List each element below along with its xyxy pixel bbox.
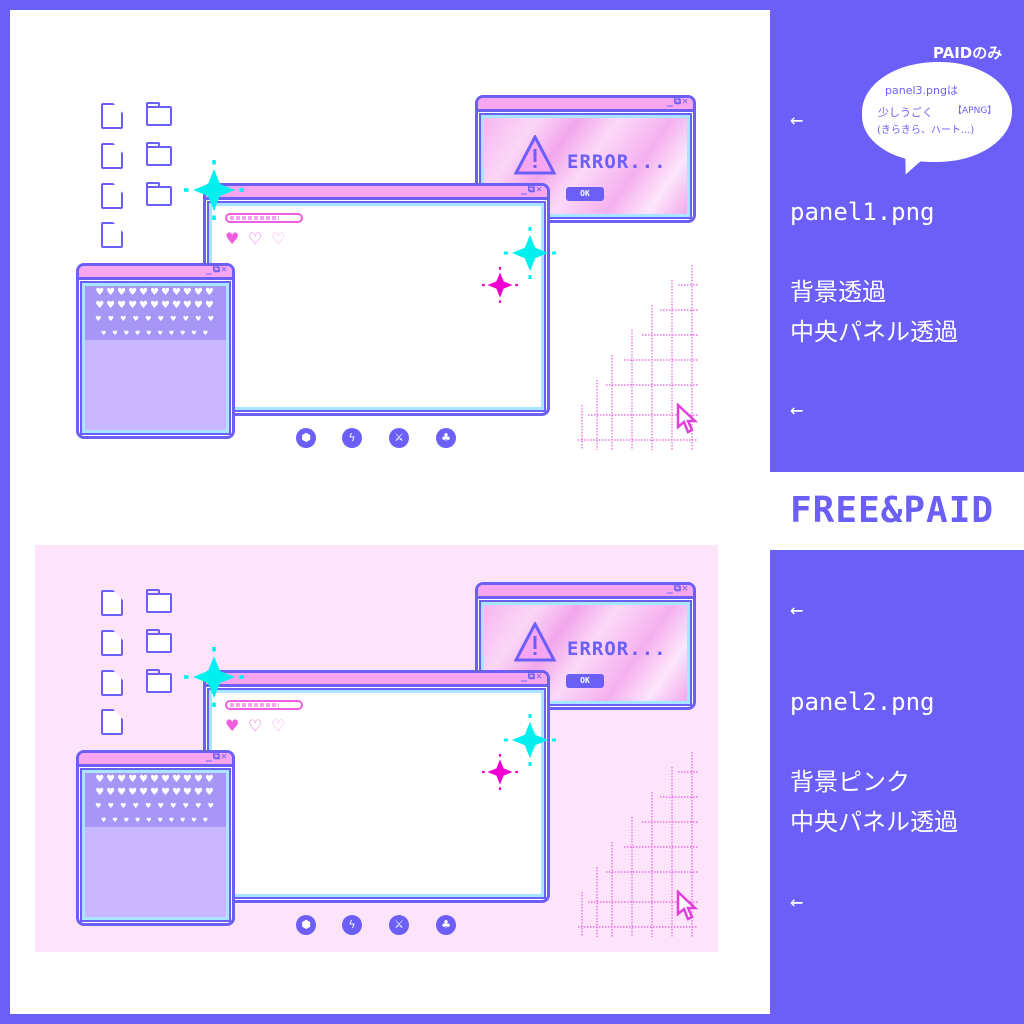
window-content: ♥ ♡ ♡ bbox=[207, 201, 546, 412]
lightning-icon[interactable]: ϟ bbox=[342, 915, 362, 935]
cursor-icon bbox=[676, 890, 698, 921]
file-icon[interactable] bbox=[101, 709, 123, 735]
sparkle-icon bbox=[184, 647, 244, 707]
file-icon[interactable] bbox=[101, 222, 123, 248]
file-icon[interactable] bbox=[101, 670, 123, 696]
speech-bubble bbox=[862, 62, 1012, 162]
hearts-window[interactable]: _⧉✕ ♥♥♥♥♥♥♥♥♥♥♥♥♥♥♥♥♥♥♥♥♥♥♥ ♥ ♥ ♥ ♥ ♥ ♥ … bbox=[76, 263, 235, 439]
folder-icon[interactable] bbox=[146, 182, 172, 206]
free-paid-label: FREE&PAID bbox=[790, 490, 995, 531]
file-icon[interactable] bbox=[101, 143, 123, 169]
sparkle-icon bbox=[504, 227, 556, 279]
arrow-left-icon: ← bbox=[790, 398, 804, 423]
sword-icon[interactable]: ⚔ bbox=[389, 428, 409, 448]
file-icon[interactable] bbox=[101, 183, 123, 209]
arrow-left-icon: ← bbox=[790, 890, 804, 915]
sparkle-icon bbox=[482, 267, 518, 303]
window-controls[interactable]: _⧉✕ bbox=[520, 184, 543, 195]
panel1-desc-1: 背景透過 bbox=[790, 278, 886, 306]
heart-empty-icon: ♡ bbox=[271, 716, 286, 735]
warning-triangle-icon bbox=[514, 622, 556, 662]
panel2-desc-2: 中央パネル透過 bbox=[790, 808, 958, 836]
error-text: ERROR... bbox=[567, 638, 667, 660]
panel2-filename: panel2.png bbox=[790, 688, 935, 716]
panel1-preview: _⧉✕ ERROR... OK _⧉✕ ♥ ♡ ♡ _⧉✕ ♥♥♥♥♥♥♥♥♥♥… bbox=[0, 0, 770, 480]
hearts-window[interactable]: _⧉✕ ♥♥♥♥♥♥♥♥♥♥♥♥♥♥♥♥♥♥♥♥♥♥♥ ♥ ♥ ♥ ♥ ♥ ♥ … bbox=[76, 750, 235, 926]
heart-half-icon: ♡ bbox=[248, 716, 263, 735]
cursor-icon bbox=[676, 403, 698, 434]
file-icon[interactable] bbox=[101, 590, 123, 616]
main-window[interactable]: _⧉✕ ♥ ♡ ♡ bbox=[203, 183, 550, 416]
window-controls[interactable]: _⧉✕ bbox=[666, 96, 689, 107]
folder-icon[interactable] bbox=[146, 669, 172, 693]
heart-empty-icon: ♡ bbox=[271, 229, 286, 248]
divider-strip bbox=[770, 472, 1024, 550]
lightning-icon[interactable]: ϟ bbox=[342, 428, 362, 448]
title-bar[interactable]: _⧉✕ bbox=[478, 96, 693, 112]
ok-button[interactable]: OK bbox=[566, 187, 604, 201]
sparkle-icon bbox=[504, 714, 556, 766]
ok-button[interactable]: OK bbox=[566, 674, 604, 688]
bubble-line: (きらきら、ハート...) bbox=[877, 125, 975, 136]
warning-triangle-icon bbox=[514, 135, 556, 175]
bubble-line: 少しうごく bbox=[878, 106, 933, 119]
title-bar[interactable]: _⧉✕ bbox=[79, 751, 232, 767]
title-bar[interactable]: _⧉✕ bbox=[206, 671, 547, 687]
title-bar[interactable]: _⧉✕ bbox=[206, 184, 547, 200]
progress-bar bbox=[225, 213, 303, 223]
hearts-pattern: ♥♥♥♥♥♥♥♥♥♥♥♥♥♥♥♥♥♥♥♥♥♥♥ ♥ ♥ ♥ ♥ ♥ ♥ ♥ ♥ … bbox=[85, 773, 226, 827]
folder-icon[interactable] bbox=[146, 142, 172, 166]
folder-icon[interactable] bbox=[146, 589, 172, 613]
window-content: ♥♥♥♥♥♥♥♥♥♥♥♥♥♥♥♥♥♥♥♥♥♥♥ ♥ ♥ ♥ ♥ ♥ ♥ ♥ ♥ … bbox=[80, 768, 231, 922]
panel2-preview: _⧉✕ ERROR... OK _⧉✕ ♥ ♡ ♡ _⧉✕ ♥♥♥♥♥♥♥♥♥♥… bbox=[0, 487, 770, 967]
heart-full-icon: ♥ bbox=[225, 716, 240, 735]
sparkle-icon bbox=[184, 160, 244, 220]
sprout-icon[interactable]: ♣ bbox=[436, 428, 456, 448]
folder-icon[interactable] bbox=[146, 629, 172, 653]
bubble-line: 【APNG】 bbox=[953, 106, 997, 116]
window-content: ♥ ♡ ♡ bbox=[207, 688, 546, 899]
title-bar[interactable]: _⧉✕ bbox=[79, 264, 232, 280]
window-controls[interactable]: _⧉✕ bbox=[666, 583, 689, 594]
window-controls[interactable]: _⧉✕ bbox=[205, 751, 228, 762]
dotted-grid bbox=[578, 265, 698, 450]
file-icon[interactable] bbox=[101, 103, 123, 129]
dice-icon[interactable]: ⬢ bbox=[296, 915, 316, 935]
sparkle-icon bbox=[482, 754, 518, 790]
window-controls[interactable]: _⧉✕ bbox=[205, 264, 228, 275]
file-icon[interactable] bbox=[101, 630, 123, 656]
heart-half-icon: ♡ bbox=[248, 229, 263, 248]
window-content: ♥♥♥♥♥♥♥♥♥♥♥♥♥♥♥♥♥♥♥♥♥♥♥ ♥ ♥ ♥ ♥ ♥ ♥ ♥ ♥ … bbox=[80, 281, 231, 435]
panel2-desc-1: 背景ピンク bbox=[790, 768, 910, 796]
paid-only-badge: PAIDのみ bbox=[933, 44, 1003, 62]
heart-full-icon: ♥ bbox=[225, 229, 240, 248]
hearts-pattern: ♥♥♥♥♥♥♥♥♥♥♥♥♥♥♥♥♥♥♥♥♥♥♥ ♥ ♥ ♥ ♥ ♥ ♥ ♥ ♥ … bbox=[85, 286, 226, 340]
progress-bar bbox=[225, 700, 303, 710]
folder-icon[interactable] bbox=[146, 102, 172, 126]
window-controls[interactable]: _⧉✕ bbox=[520, 671, 543, 682]
panel1-filename: panel1.png bbox=[790, 198, 935, 226]
arrow-left-icon: ← bbox=[790, 108, 804, 133]
main-window[interactable]: _⧉✕ ♥ ♡ ♡ bbox=[203, 670, 550, 903]
dice-icon[interactable]: ⬢ bbox=[296, 428, 316, 448]
arrow-left-icon: ← bbox=[790, 598, 804, 623]
sprout-icon[interactable]: ♣ bbox=[436, 915, 456, 935]
error-text: ERROR... bbox=[567, 151, 667, 173]
title-bar[interactable]: _⧉✕ bbox=[478, 583, 693, 599]
bubble-line: panel3.pngは bbox=[885, 84, 958, 97]
panel1-desc-2: 中央パネル透過 bbox=[790, 318, 958, 346]
sword-icon[interactable]: ⚔ bbox=[389, 915, 409, 935]
